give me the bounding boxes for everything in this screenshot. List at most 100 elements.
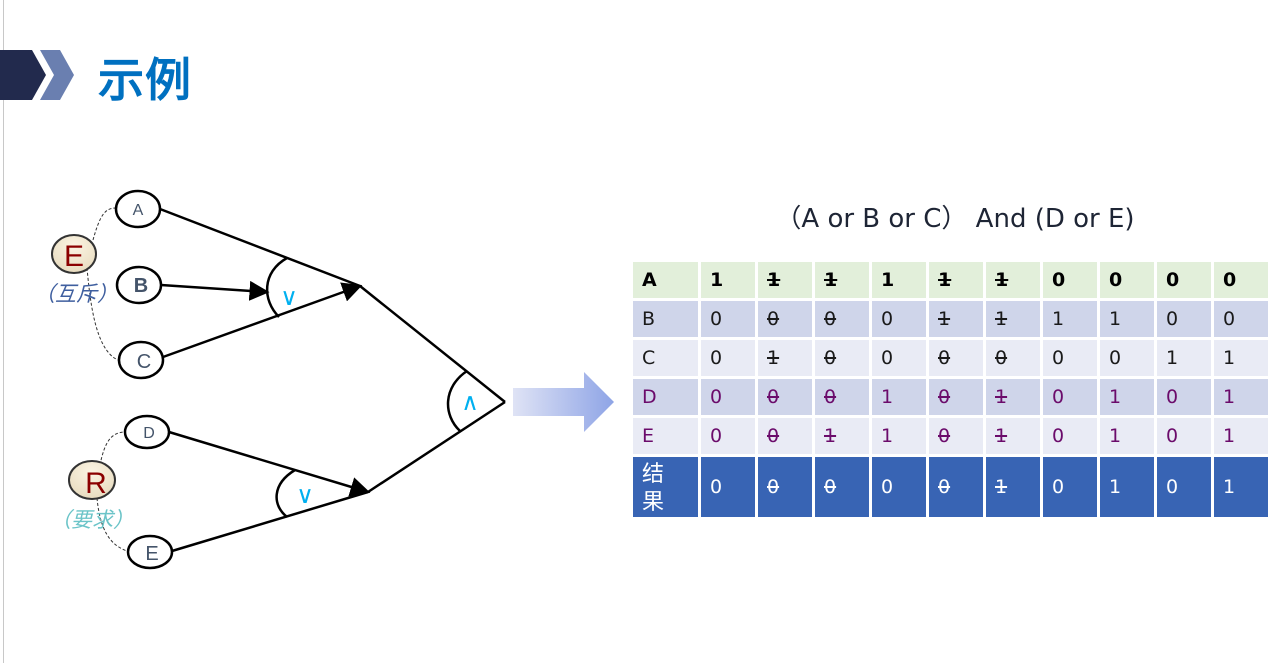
row-label: B [633, 301, 698, 337]
truth-table-cell: 0 [929, 418, 983, 454]
cell-value: 0 [1166, 386, 1179, 408]
constraint-note-mutex: （互斥） [34, 282, 118, 306]
struck-value: 1 [938, 308, 951, 330]
cell-value: 0 [881, 476, 894, 498]
struck-value: 1 [767, 269, 781, 291]
truth-table-cell: 1 [986, 418, 1040, 454]
row-label: A [633, 262, 698, 298]
cell-value: 1 [1109, 476, 1122, 498]
and-operator: ∧ [461, 389, 479, 416]
struck-value: 1 [938, 269, 952, 291]
truth-table-cell: 1 [986, 262, 1040, 298]
truth-table-cell: 0 [1100, 262, 1154, 298]
cell-value: 0 [1223, 308, 1236, 330]
cell-value: 1 [1052, 308, 1065, 330]
truth-table-cell: 1 [1043, 301, 1097, 337]
truth-table-cell: 1 [701, 262, 755, 298]
svg-text:A: A [133, 202, 144, 219]
cell-value: 0 [1109, 347, 1122, 369]
cell-value: 0 [1223, 269, 1237, 291]
truth-table-cell: 1 [986, 379, 1040, 415]
struck-value: 0 [824, 347, 837, 369]
truth-table-cell: 0 [1157, 457, 1211, 517]
struck-value: 0 [938, 425, 951, 447]
truth-table-cell: 0 [701, 457, 755, 517]
cell-value: 1 [710, 269, 724, 291]
cell-value: 1 [881, 425, 894, 447]
truth-table-cell: 1 [872, 379, 926, 415]
cell-value: 0 [710, 386, 723, 408]
struck-value: 0 [995, 347, 1008, 369]
cell-value: 1 [1166, 347, 1179, 369]
cell-value: 0 [710, 425, 723, 447]
cell-value: 0 [881, 347, 894, 369]
truth-table-cell: 1 [1100, 379, 1154, 415]
slide-left-border [3, 0, 4, 663]
cell-value: 1 [1223, 386, 1236, 408]
truth-table-cell: 0 [758, 457, 812, 517]
node-b: B [115, 265, 163, 305]
truth-table-cell: 0 [872, 340, 926, 376]
cell-value: 0 [1052, 425, 1065, 447]
row-label: C [633, 340, 698, 376]
truth-table-cell: 0 [1157, 262, 1211, 298]
result-arrow-icon [513, 372, 614, 432]
cell-value: 0 [1052, 476, 1065, 498]
cell-value: 0 [1109, 269, 1123, 291]
svg-text:E: E [145, 543, 158, 565]
truth-table-cell: 0 [872, 457, 926, 517]
truth-table-cell: 0 [1043, 340, 1097, 376]
node-d: D [123, 414, 171, 450]
truth-table-cell: 1 [815, 418, 869, 454]
struck-value: 1 [767, 347, 780, 369]
truth-table-cell: 0 [1214, 301, 1268, 337]
truth-table-cell: 1 [1214, 340, 1268, 376]
struck-value: 1 [995, 269, 1009, 291]
truth-table-cell: 0 [815, 457, 869, 517]
cell-value: 0 [710, 308, 723, 330]
cell-value: 1 [1109, 425, 1122, 447]
cell-value: 0 [1166, 476, 1179, 498]
truth-table-cell: 0 [1157, 301, 1211, 337]
edge-c [162, 282, 363, 359]
node-c: C [117, 340, 165, 380]
truth-table-cell: 1 [1100, 457, 1154, 517]
cell-value: 1 [1223, 425, 1236, 447]
svg-text:E: E [64, 240, 84, 273]
and-arc [446, 369, 468, 432]
truth-table-cell: 1 [1214, 457, 1268, 517]
cell-value: 0 [1052, 386, 1065, 408]
struck-value: 0 [938, 347, 951, 369]
truth-table-cell: 0 [1100, 340, 1154, 376]
cell-value: 1 [881, 269, 895, 291]
truth-table-cell: 1 [929, 262, 983, 298]
truth-table-cell: 1 [1100, 418, 1154, 454]
struck-value: 1 [824, 425, 837, 447]
cell-value: 1 [1223, 347, 1236, 369]
truth-table-cell: 0 [929, 457, 983, 517]
truth-table-cell: 0 [929, 379, 983, 415]
or-operator-1: ∨ [280, 284, 298, 311]
constraint-node-e: E [51, 234, 97, 274]
cell-value: 0 [1166, 308, 1179, 330]
truth-table-cell: 0 [758, 301, 812, 337]
struck-value: 1 [995, 308, 1008, 330]
truth-table-cell: 1 [1100, 301, 1154, 337]
cell-value: 0 [710, 476, 723, 498]
truth-table-cell: 1 [1214, 418, 1268, 454]
svg-text:B: B [134, 275, 148, 297]
logic-formula: （A or B or C） And (D or E) [775, 204, 1135, 234]
node-a: A [114, 189, 162, 229]
cell-value: 0 [881, 308, 894, 330]
struck-value: 0 [767, 425, 780, 447]
edge-b [160, 280, 270, 301]
chevron-icon [0, 50, 74, 100]
cell-value: 1 [1109, 308, 1122, 330]
struck-value: 0 [767, 308, 780, 330]
truth-table-cell: 0 [815, 340, 869, 376]
truth-table-cell: 0 [929, 340, 983, 376]
truth-table-cell: 0 [1157, 379, 1211, 415]
